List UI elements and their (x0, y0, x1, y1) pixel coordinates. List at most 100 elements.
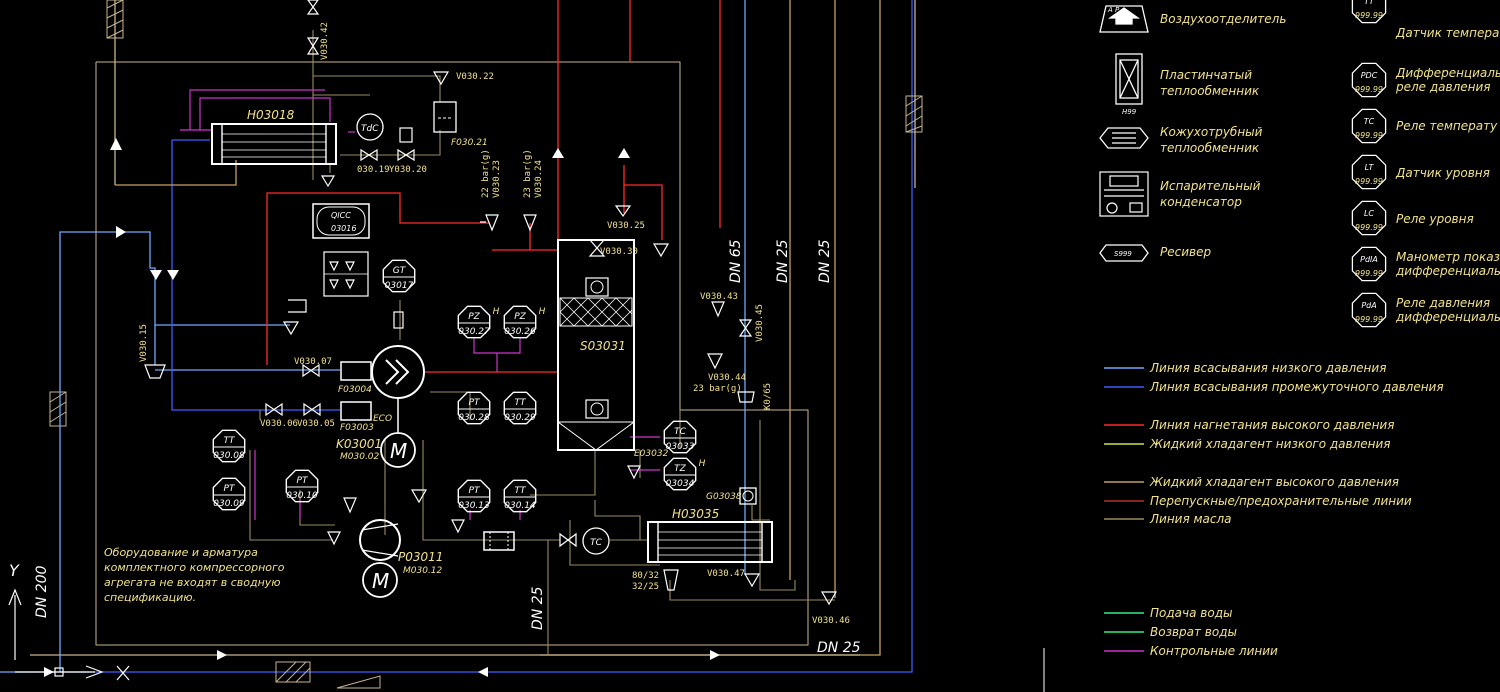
v03045-label: V030.45 (755, 304, 765, 342)
relief-v03022[interactable] (432, 71, 450, 86)
note-line-3: агрегата не входят в сводную (104, 576, 281, 589)
note-line-1: Оборудование и арматура (104, 546, 258, 559)
relief-v03047[interactable] (743, 573, 761, 588)
relief-v03024[interactable] (523, 214, 537, 232)
axis-marker (8, 588, 130, 681)
filter-f03003[interactable]: F03003 ECO (340, 401, 392, 433)
relief-e03032[interactable] (627, 465, 641, 480)
legend-instrument-0-tag: TT (1364, 0, 1375, 6)
controller-block[interactable] (323, 251, 369, 297)
relief-side[interactable] (288, 299, 307, 313)
relief-v03044[interactable] (707, 353, 723, 370)
relief-v03043[interactable] (711, 301, 725, 318)
instrument-pz27-id: 030.27 (458, 327, 490, 337)
legend-instr-label-4-0: Реле уровня (1396, 212, 1474, 226)
pump-p03011[interactable]: P03011 M030.12 (359, 519, 443, 576)
instrument-tt08-id: 030.08 (213, 451, 245, 461)
pump-motor[interactable]: M (362, 562, 398, 598)
valve-tc[interactable] (559, 532, 577, 548)
note-line-2: комплектного компрессорного (104, 561, 285, 574)
instrument-pz26-id: 030.26 (504, 327, 536, 337)
relief-top[interactable] (320, 175, 336, 188)
reducer-8032[interactable] (663, 569, 679, 591)
instrument-tt14-id: 030.14 (504, 501, 536, 511)
instrument-tc-loop[interactable]: TC (582, 527, 610, 555)
vessel-f03021[interactable]: F030.21 (433, 101, 488, 148)
oil-filter[interactable] (483, 531, 515, 551)
valve-v03042[interactable] (306, 37, 320, 55)
valve-y03020[interactable] (397, 148, 415, 162)
qicc-id: 03016 (331, 224, 356, 233)
relief-oil-b[interactable] (410, 489, 428, 504)
legend-line-label-2: Линия нагнетания высокого давления (1149, 418, 1394, 432)
instrument-tt29-shape (503, 391, 537, 425)
legend-symbol-label-3-0: Испарительный (1160, 179, 1261, 193)
legend-instr-label-5-1: дифференциальн (1395, 264, 1500, 278)
legend-line-label-5: Перепускные/предохранительные линии (1150, 494, 1412, 508)
legend-instrument-2-shape (1351, 108, 1387, 144)
filter-f03004[interactable]: F03004 (338, 361, 372, 395)
suction-lines (59, 0, 340, 672)
valve-v03045[interactable] (738, 319, 753, 337)
heat-exchanger-h03035[interactable]: H03035 (647, 507, 773, 563)
sight-glass-g03038[interactable]: G03038 (706, 487, 757, 505)
legend-symbol-icon-text-1: H99 (1122, 108, 1137, 116)
relief-oil-c[interactable] (451, 519, 465, 534)
instrument-pz27[interactable]: PZ 030.27H (457, 305, 500, 339)
valve-v03005[interactable] (303, 402, 321, 417)
heat-exchanger-h03018[interactable]: H03018 (211, 108, 337, 165)
tdc-tag: TdC (361, 124, 379, 134)
h03018-label: H03018 (247, 108, 295, 122)
h03035-label: H03035 (672, 507, 719, 521)
relief-oil-a[interactable] (343, 497, 357, 514)
legend-instr-label-0-0: Датчик темпера (1395, 26, 1499, 40)
separator-s03031[interactable]: S03031 (557, 239, 635, 451)
e03032-label: E03032 (634, 449, 669, 459)
valve-v03019[interactable] (360, 148, 378, 162)
f03003-label: F03003 (340, 423, 374, 433)
v03047-label: V030.47 (707, 569, 745, 579)
v03022-label: V030.22 (456, 72, 494, 82)
v03023-label: V030.23 (492, 160, 502, 198)
relief-dn[interactable] (652, 243, 670, 258)
valve-top[interactable] (306, 0, 320, 15)
instrument-pt28-tag: PT (469, 398, 481, 408)
legend-instrument-6-value: 999.99 (1355, 315, 1383, 324)
instrument-tc33-shape (663, 420, 697, 454)
legend-line-label-9: Контрольные линии (1150, 644, 1278, 658)
relief-k0065[interactable] (737, 391, 755, 403)
pump-motor-symbol: M (372, 569, 389, 593)
instrument-qicc[interactable]: QICC 03016 (312, 203, 370, 239)
relief-mid[interactable] (282, 321, 300, 336)
instrument-tz34-flag: H (699, 459, 706, 469)
valve-v03006[interactable] (265, 402, 283, 417)
relief-v03046[interactable] (820, 591, 838, 606)
relief-v03023[interactable] (480, 214, 499, 232)
valve-v03030[interactable] (588, 239, 606, 257)
valve-v03015[interactable] (144, 364, 166, 379)
instrument-tdc[interactable]: TdC (356, 113, 384, 141)
valve-v03007[interactable] (302, 363, 320, 378)
instrument-pz27-tag: PZ (468, 312, 480, 322)
legend-instrument-3-value: 999.99 (1355, 177, 1383, 186)
compressor-motor[interactable]: M (380, 398, 416, 468)
note-block: Оборудование и арматура комплектного ком… (104, 546, 285, 604)
instrument-pz27-flag: H (493, 307, 500, 317)
relief-v03025[interactable] (614, 205, 632, 218)
relief-oil-d[interactable] (327, 531, 341, 546)
y03020-label: Y030.20 (389, 165, 427, 175)
legend-instr-label-1-0: Дифференциаль (1395, 66, 1500, 80)
